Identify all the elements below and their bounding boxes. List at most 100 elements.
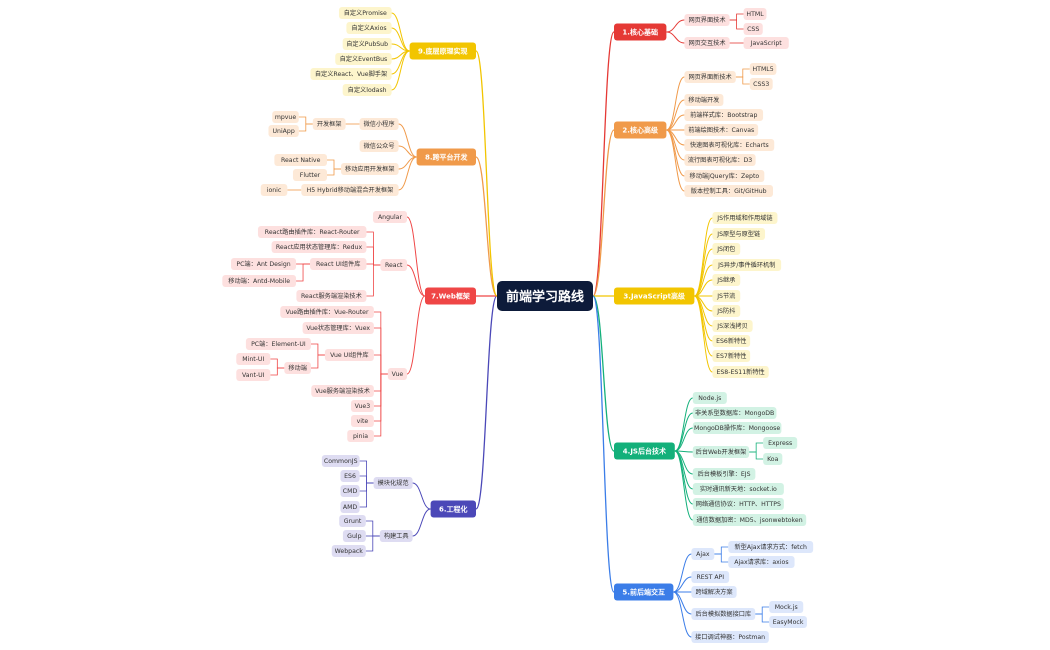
node-b3-5[interactable]: 实时通讯新天地：socket.io [692, 483, 784, 495]
branch-1[interactable]: 1.核心基础 [614, 23, 667, 41]
branch-5[interactable]: 5.前后端交互 [614, 583, 674, 601]
branch-2[interactable]: 2.核心高级 [614, 121, 667, 139]
node-b2-10[interactable]: ES8-ES11新特性 [712, 366, 769, 378]
node-b7-2-0[interactable]: React Native [274, 154, 327, 166]
branch-6[interactable]: 6.工程化 [430, 500, 476, 518]
node-b8-0[interactable]: 自定义Promise [338, 7, 392, 19]
node-b3-3-0[interactable]: Express [763, 437, 798, 449]
node-b6-1-0[interactable]: React路由插件库：React-Router [257, 226, 367, 238]
node-b7-2[interactable]: 移动应用开发框架 [341, 163, 399, 175]
node-b1-3[interactable]: 前端绘图技术：Canvas [684, 124, 759, 136]
node-b7-0-0[interactable]: 开发框架 [312, 118, 346, 130]
node-b6-1-2-0[interactable]: PC端：Ant Design [231, 258, 297, 270]
node-b6-2-2-1[interactable]: 移动端 [284, 362, 311, 374]
node-b7-0[interactable]: 微信小程序 [359, 118, 399, 130]
node-b1-1[interactable]: 移动端开发 [684, 94, 724, 106]
node-b5-0[interactable]: 模块化规范 [373, 477, 413, 489]
node-b6-2-2-1-0[interactable]: Mint-UI [236, 353, 271, 365]
node-b2-9[interactable]: ES7新特性 [712, 350, 751, 362]
node-b1-0-1[interactable]: CSS3 [749, 78, 773, 90]
node-b5-0-3[interactable]: AMD [340, 501, 360, 513]
node-b1-4[interactable]: 快速图表可视化库：Echarts [684, 139, 775, 151]
node-b6-2-6[interactable]: pinia [347, 430, 374, 442]
node-b6-2-1[interactable]: Vue状态管理库：Vuex [302, 322, 374, 334]
node-b1-5[interactable]: 流行图表可视化库：D3 [684, 154, 756, 166]
node-b7-3[interactable]: H5 Hybrid移动端混合开发框架 [301, 184, 399, 196]
node-b4-2[interactable]: 跨域解决方案 [691, 586, 737, 598]
branch-8[interactable]: 8.跨平台开发 [416, 148, 476, 166]
node-b5-0-0[interactable]: CommonJS [321, 455, 360, 467]
node-b3-7[interactable]: 通信数据加密：MD5、jsonwebtoken [692, 514, 807, 526]
node-b6-2-2-0[interactable]: PC端：Element-UI [245, 338, 311, 350]
node-b0-0-1[interactable]: CSS [743, 23, 763, 35]
node-b4-0-0[interactable]: 新型Ajax请求方式：fetch [728, 541, 814, 553]
node-b8-1[interactable]: 自定义Axios [346, 22, 392, 34]
node-b4-3-0[interactable]: Mock.js [769, 601, 804, 613]
node-b7-1[interactable]: 微信公众号 [359, 140, 399, 152]
node-b3-1[interactable]: 非关系型数据库：MongoDB [692, 407, 777, 419]
node-b0-0-0[interactable]: HTML [743, 8, 767, 20]
node-b4-0[interactable]: Ajax [691, 548, 715, 560]
node-b1-0-0[interactable]: HTML5 [749, 63, 777, 75]
node-b6-1-1[interactable]: React应用状态管理库：Redux [271, 241, 367, 253]
node-b4-3[interactable]: 后台模拟数据接口库 [691, 608, 756, 620]
node-b5-1-1[interactable]: Gulp [342, 530, 366, 542]
node-b6-2-2[interactable]: Vue UI组件库 [324, 349, 374, 361]
node-b3-2[interactable]: MongoDB操作库：Mongoose [692, 422, 782, 434]
node-b2-4[interactable]: JS继承 [712, 274, 741, 286]
branch-4[interactable]: 4.JS后台技术 [614, 442, 675, 460]
node-b8-3[interactable]: 自定义EventBus [335, 53, 392, 65]
node-b4-0-1[interactable]: Ajax请求库：axios [728, 556, 795, 568]
node-b6-2-4[interactable]: Vue3 [350, 400, 374, 412]
node-b6-2-2-1-1[interactable]: Vant-UI [236, 369, 271, 381]
node-b1-6[interactable]: 移动端jQuery库：Zepto [684, 170, 765, 182]
branch-9[interactable]: 9.底层原理实现 [409, 42, 476, 60]
node-b6-1[interactable]: React [380, 259, 407, 271]
node-b6-2[interactable]: Vue [387, 368, 407, 380]
node-b3-0[interactable]: Node.js [692, 392, 727, 404]
branch-7[interactable]: 7.Web框架 [425, 287, 476, 305]
node-b6-1-2-1[interactable]: 移动端：Antd-Mobile [222, 275, 297, 287]
node-b6-2-3[interactable]: Vue服务端渲染技术 [311, 385, 374, 397]
node-b0-0[interactable]: 网页界面技术 [684, 14, 730, 26]
node-b6-0[interactable]: Angular [372, 211, 407, 223]
node-b3-6[interactable]: 网络通信协议：HTTP、HTTPS [692, 498, 784, 510]
branch-3[interactable]: 3.JavaScript高级 [614, 287, 695, 305]
node-b4-4[interactable]: 接口调试神器：Postman [691, 631, 769, 643]
node-b2-3[interactable]: JS异步/事件循环机制 [712, 259, 782, 271]
node-b2-5[interactable]: JS节流 [712, 290, 741, 302]
node-b1-2[interactable]: 前端样式库：Bootstrap [684, 109, 764, 121]
node-b8-2[interactable]: 自定义PubSub [342, 38, 392, 50]
node-b3-3[interactable]: 后台Web开发框架 [692, 446, 750, 458]
node-b8-4[interactable]: 自定义React、Vue脚手架 [310, 68, 392, 80]
node-b3-4[interactable]: 后台模板引擎：EJS [692, 468, 756, 480]
node-b3-3-1[interactable]: Koa [763, 453, 783, 465]
node-b7-0-0-0[interactable]: mpvue [272, 111, 299, 123]
node-b2-8[interactable]: ES6新特性 [712, 335, 751, 347]
node-b4-3-1[interactable]: EasyMock [769, 616, 807, 628]
node-b5-1-0[interactable]: Grunt [339, 515, 366, 527]
node-b0-1[interactable]: 网页交互技术 [684, 37, 730, 49]
node-b6-1-3[interactable]: React服务端渲染技术 [296, 290, 367, 302]
node-b5-0-2[interactable]: CMD [340, 485, 360, 497]
node-b4-1[interactable]: REST API [691, 571, 730, 583]
node-b2-0[interactable]: JS作用域和作用域链 [712, 212, 778, 224]
node-b6-2-0[interactable]: Vue路由插件库：Vue-Router [280, 306, 374, 318]
node-b1-7[interactable]: 版本控制工具：Git/GitHub [684, 185, 773, 197]
node-b2-1[interactable]: JS原型与原型链 [712, 228, 766, 240]
node-b5-0-1[interactable]: ES6 [340, 470, 360, 482]
root-node[interactable]: 前端学习路线 [497, 281, 593, 311]
node-b5-1-2[interactable]: Webpack [331, 545, 366, 557]
node-b6-1-2[interactable]: React UI组件库 [310, 258, 367, 270]
node-b2-2[interactable]: JS闭包 [712, 243, 741, 255]
node-b2-7[interactable]: JS深浅拷贝 [712, 320, 753, 332]
node-b7-2-1[interactable]: Flutter [292, 169, 327, 181]
node-b6-2-5[interactable]: vite [350, 415, 374, 427]
node-b2-6[interactable]: JS防抖 [712, 305, 741, 317]
node-b7-0-0-1[interactable]: UniApp [268, 125, 299, 137]
node-b5-1[interactable]: 构建工具 [379, 530, 413, 542]
node-b0-1-0[interactable]: JavaScript [743, 37, 789, 49]
node-b7-3-0[interactable]: ionic [260, 184, 288, 196]
node-b1-0[interactable]: 网页界面新技术 [684, 71, 736, 83]
node-b8-5[interactable]: 自定义lodash [342, 84, 392, 96]
